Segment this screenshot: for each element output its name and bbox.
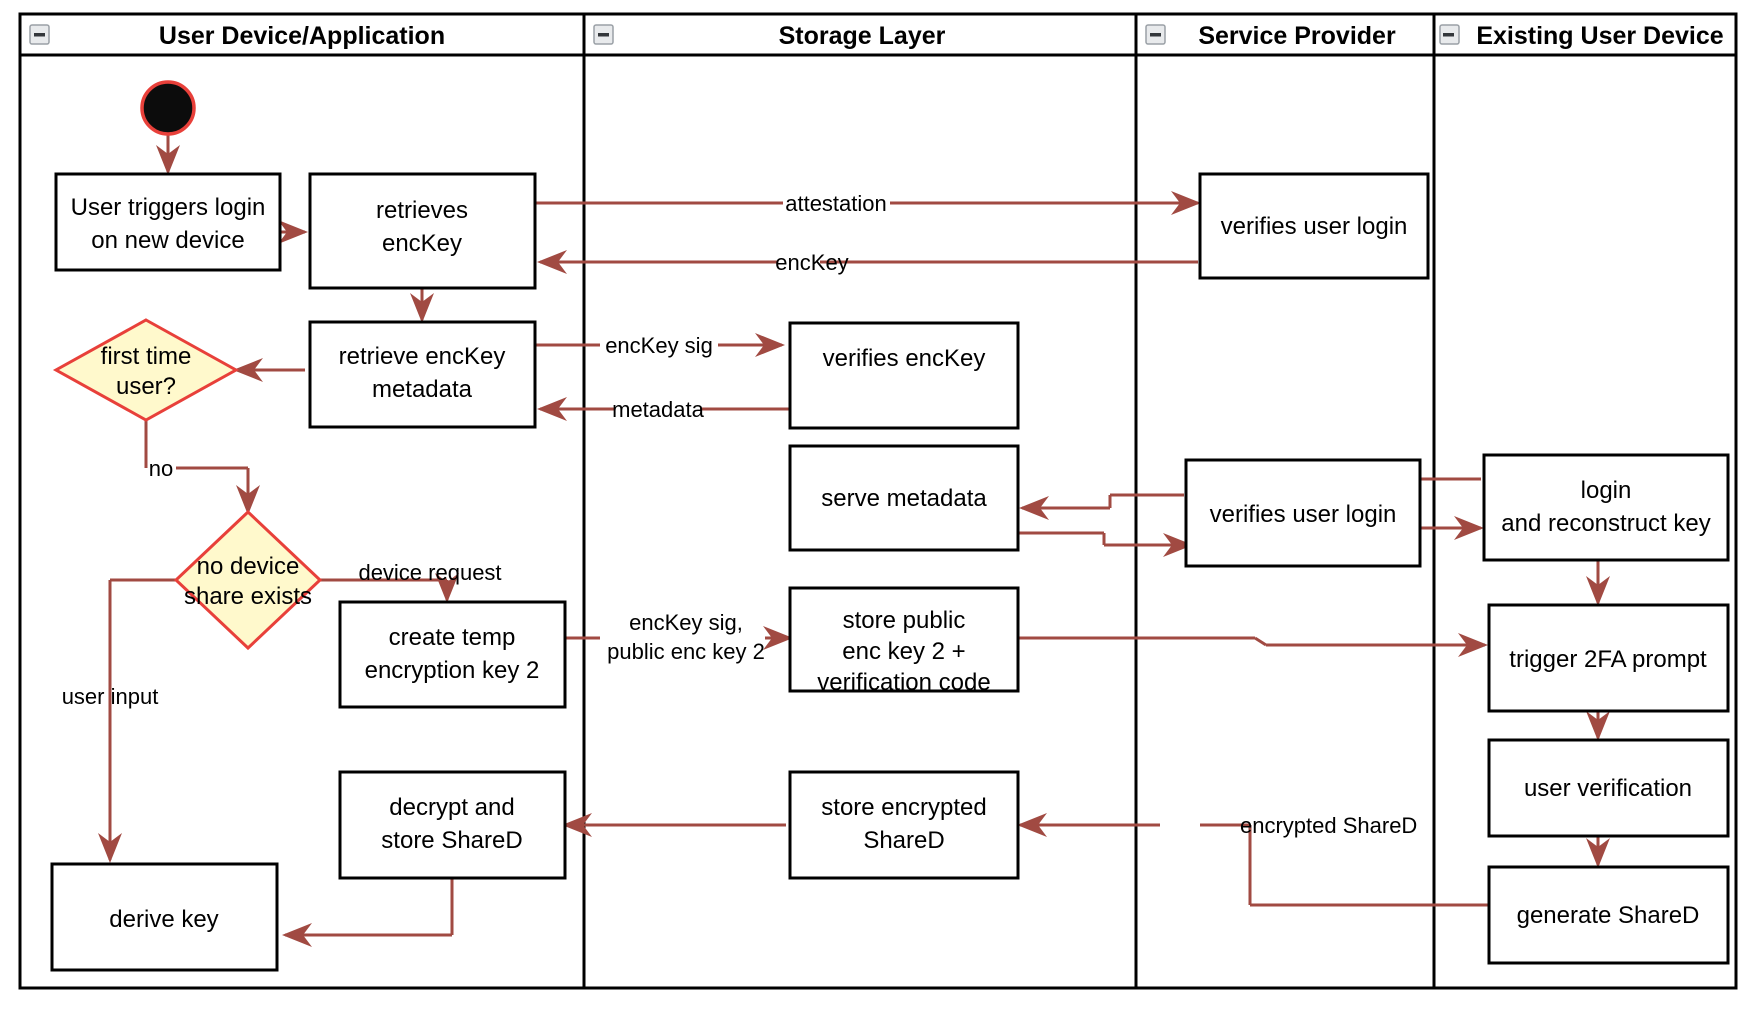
- collapse-minus-icon[interactable]: [593, 24, 614, 45]
- node-label-line1: create temp: [389, 624, 516, 651]
- node-trigger-2fa[interactable]: trigger 2FA prompt: [1487, 603, 1730, 713]
- collapse-minus-icon[interactable]: [1439, 24, 1460, 45]
- node-label-line2: encKey: [382, 230, 462, 257]
- node-label-line1: retrieve encKey: [339, 343, 506, 370]
- edge-label-encrypted-shared: encrypted ShareD: [1240, 813, 1417, 838]
- node-store-public-key[interactable]: store public enc key 2 + verification co…: [788, 586, 1020, 696]
- node-label-line3: verification code: [817, 669, 990, 696]
- node-label-line1: login: [1581, 477, 1632, 504]
- node-label-line2: encryption key 2: [365, 657, 540, 684]
- lane-header-storage[interactable]: Storage Layer: [593, 22, 946, 50]
- lane-title-user-device: User Device/Application: [159, 22, 445, 50]
- node-label: serve metadata: [821, 485, 987, 512]
- node-label: derive key: [109, 906, 218, 933]
- node-login-reconstruct-key[interactable]: login and reconstruct key: [1482, 453, 1730, 562]
- node-derive-key[interactable]: derive key: [50, 862, 279, 972]
- lane-title-service-provider: Service Provider: [1198, 22, 1396, 50]
- node-label: verifies user login: [1210, 501, 1397, 528]
- edges-layer: attestation encKey encKey sig metadata n…: [62, 128, 1610, 947]
- node-label-line1: no device: [197, 553, 300, 580]
- edge-label-attestation: attestation: [785, 191, 887, 216]
- edge-label-user-input: user input: [62, 684, 159, 709]
- node-retrieves-enckey[interactable]: retrieves encKey: [308, 172, 537, 290]
- node-verifies-enckey-signature[interactable]: verifies encKey: [788, 321, 1020, 430]
- node-verifies-user-login-2[interactable]: verifies user login: [1184, 458, 1422, 568]
- node-retrieve-enckey-metadata[interactable]: retrieve encKey metadata: [308, 320, 537, 429]
- edge-label-device-request: device request: [358, 560, 501, 585]
- lane-header-user-device[interactable]: User Device/Application: [29, 22, 445, 50]
- node-create-temp-key[interactable]: create temp encryption key 2: [338, 600, 567, 709]
- edge-label-enckey: encKey: [775, 250, 848, 275]
- edge-label-no: no: [149, 456, 173, 481]
- edge-label-enckeysig2-line1: encKey sig,: [629, 610, 743, 635]
- node-label-line1: retrieves: [376, 197, 468, 224]
- node-label-line1: first time: [101, 343, 192, 370]
- node-serve-metadata[interactable]: serve metadata: [788, 444, 1020, 552]
- node-label-line1: store encrypted: [821, 794, 986, 821]
- lane-header-existing-device[interactable]: Existing User Device: [1439, 22, 1724, 50]
- swimlane-outer-border: [18, 12, 1738, 990]
- node-label-line1: verifies encKey: [823, 345, 986, 372]
- lane-title-existing-device: Existing User Device: [1476, 22, 1723, 50]
- node-label-line2: store ShareD: [381, 827, 522, 854]
- node-label-line2: and reconstruct key: [1501, 510, 1710, 537]
- node-label-line1: decrypt and: [389, 794, 514, 821]
- node-label-line2: user?: [116, 373, 176, 400]
- edge-storepub-to2fa-seg2: [1254, 636, 1267, 647]
- node-start[interactable]: [140, 80, 196, 136]
- lane-header-service-provider[interactable]: Service Provider: [1145, 22, 1396, 50]
- edge-label-enckey-sig: encKey sig: [605, 333, 713, 358]
- node-label: trigger 2FA prompt: [1509, 646, 1707, 673]
- node-label-line2: share exists: [184, 583, 312, 610]
- node-verifies-user-login-1[interactable]: verifies user login: [1198, 172, 1430, 280]
- lane-title-storage: Storage Layer: [779, 22, 946, 50]
- node-decision-first-time-user[interactable]: first time user?: [52, 318, 240, 422]
- edge-label-enckeysig2-line2: public enc key 2: [607, 639, 765, 664]
- node-generate-shared[interactable]: generate ShareD: [1487, 865, 1730, 965]
- node-label-line2: on new device: [91, 227, 244, 254]
- node-label: user verification: [1524, 775, 1692, 802]
- node-decision-no-device-share[interactable]: no device share exists: [173, 509, 323, 651]
- node-store-encrypted-shared[interactable]: store encrypted ShareD: [788, 770, 1020, 880]
- node-label-line1: User triggers login: [71, 194, 266, 221]
- node-decrypt-store-shared[interactable]: decrypt and store ShareD: [338, 770, 567, 880]
- node-label-line1: store public: [843, 607, 966, 634]
- edge-label-metadata: metadata: [612, 397, 704, 422]
- node-label-line2: ShareD: [863, 827, 944, 854]
- node-label-line2: enc key 2 +: [842, 638, 965, 665]
- node-user-verification[interactable]: user verification: [1487, 738, 1730, 838]
- collapse-minus-icon[interactable]: [29, 24, 50, 45]
- collapse-minus-icon[interactable]: [1145, 24, 1166, 45]
- node-label: verifies user login: [1221, 213, 1408, 240]
- node-label: generate ShareD: [1517, 902, 1700, 929]
- node-user-triggers-login[interactable]: User triggers login on new device: [54, 172, 282, 272]
- node-label-line2: metadata: [372, 376, 473, 403]
